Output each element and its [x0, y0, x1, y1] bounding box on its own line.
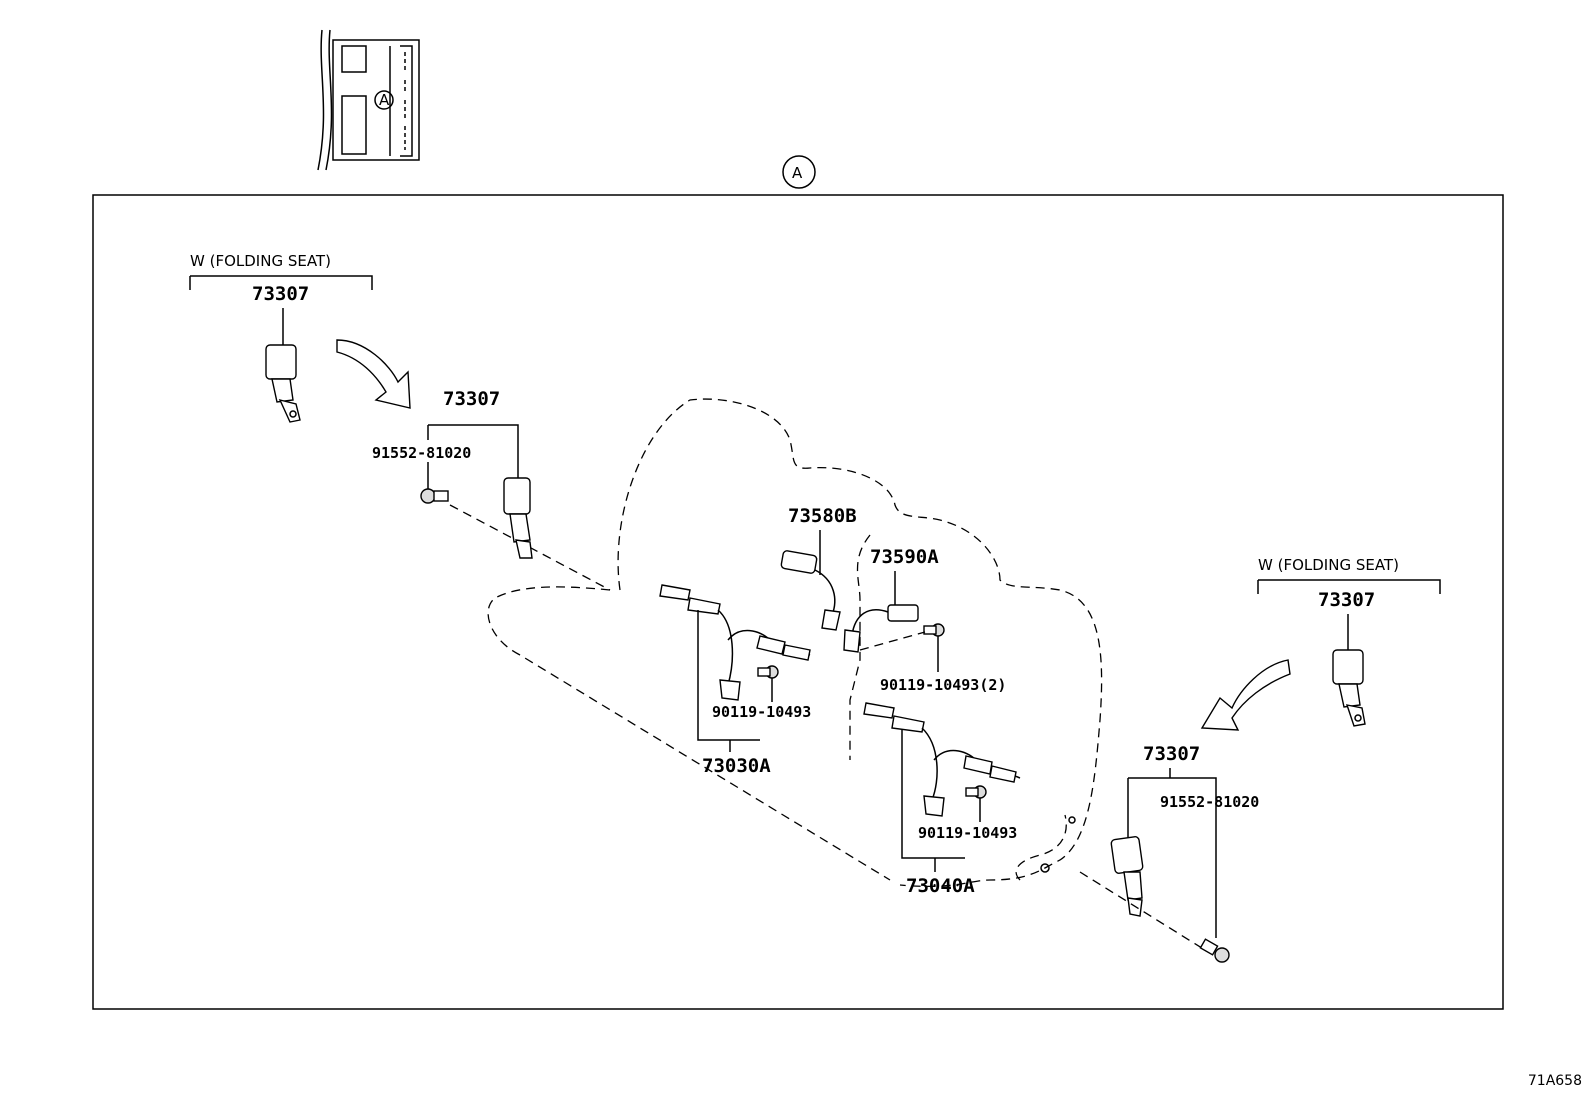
center-right-belt-icon [863, 702, 1021, 817]
right-outer-buckle-label: 73307 [1318, 589, 1375, 611]
section-marker-label: A [792, 164, 803, 182]
left-bolt-label: 91552-81020 [372, 444, 471, 462]
right-bolt-label: 91552-81020 [1160, 793, 1259, 811]
left-outer-buckle-label: 73307 [252, 283, 309, 305]
center-left-bolt-icon [757, 665, 779, 679]
section-marker: A [782, 155, 816, 189]
center-right-buckle-icon [843, 604, 919, 653]
center-buckle-group: 73580B [780, 505, 857, 631]
right-folding-seat-group: W (FOLDING SEAT) 73307 [1257, 556, 1441, 727]
left-buckle-icon [503, 477, 533, 559]
left-buckle-label: 73307 [443, 388, 500, 410]
center-right-bolt-icon [923, 623, 945, 637]
locator-inset: A [317, 29, 420, 171]
seat-outline [487, 398, 1103, 888]
figure-id: 71A658 [1527, 1073, 1582, 1089]
right-folding-seat-note: W (FOLDING SEAT) [1258, 556, 1399, 574]
right-bolt-icon [1199, 938, 1230, 963]
center-right-belt-group: 90119-10493 73040A [863, 702, 1021, 897]
center-right-belt-label: 73040A [906, 875, 975, 897]
center-buckle-icon [780, 550, 841, 631]
center-right-buckle-label: 73590A [870, 546, 939, 568]
right-buckle-icon [1110, 836, 1144, 917]
center-right-buckle-group: 73590A 90119-10493(2) [843, 546, 1006, 694]
left-folding-seat-note: W (FOLDING SEAT) [190, 252, 331, 270]
center-right-bolt-label: 90119-10493(2) [880, 676, 1006, 694]
left-outer-buckle-icon [265, 344, 301, 423]
diagram-frame [92, 194, 1504, 1010]
center-right-lower-bolt-icon [965, 785, 987, 799]
right-direction-arrow [1200, 659, 1291, 731]
center-left-belt-label: 73030A [702, 755, 771, 777]
left-buckle-group: 73307 91552-81020 [372, 388, 611, 591]
left-direction-arrow [336, 339, 411, 409]
right-buckle-group: 73307 91552-81020 [1079, 743, 1259, 963]
right-buckle-label: 73307 [1143, 743, 1200, 765]
right-outer-buckle-icon [1332, 649, 1366, 727]
center-left-bolt-label: 90119-10493 [712, 703, 811, 721]
center-left-belt-group: 90119-10493 73030A [659, 584, 811, 777]
center-buckle-label: 73580B [788, 505, 857, 527]
center-left-belt-icon [659, 584, 811, 701]
left-bolt-icon [420, 488, 449, 504]
left-folding-seat-group: W (FOLDING SEAT) 73307 [189, 252, 373, 423]
inset-marker-label: A [379, 91, 390, 109]
center-right-lower-bolt-label: 90119-10493 [918, 824, 1017, 842]
